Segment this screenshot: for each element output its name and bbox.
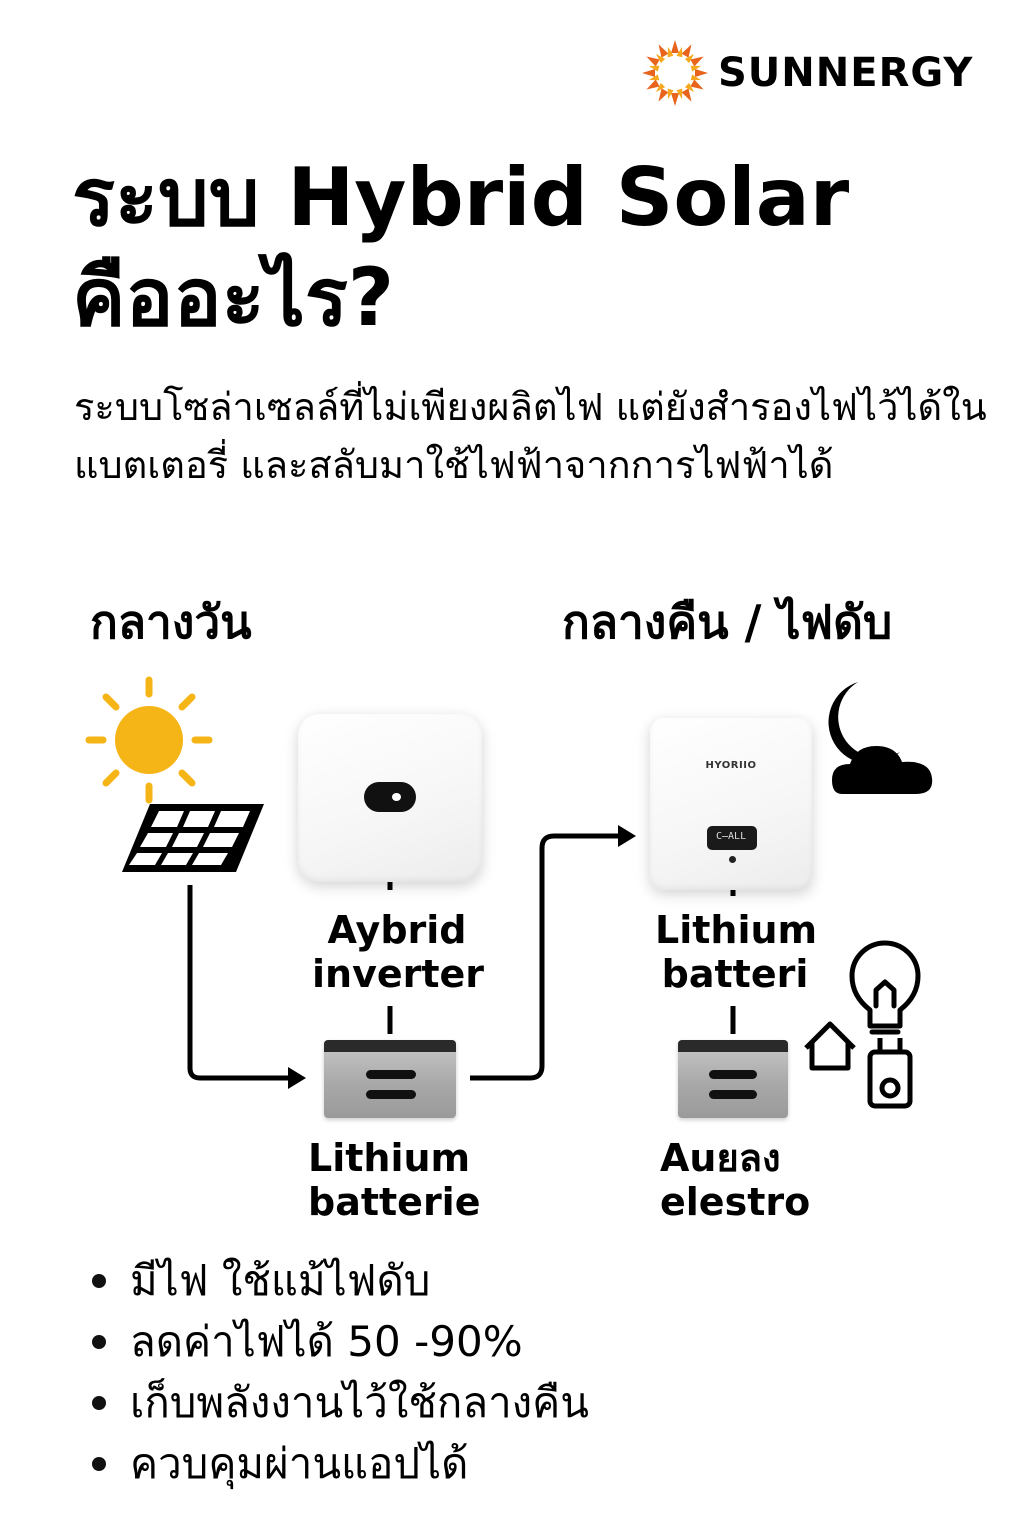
label-line: elestro bbox=[660, 1180, 811, 1224]
label-line: batteri bbox=[661, 952, 809, 996]
inverter-screen-text: C̶ALL bbox=[716, 831, 747, 842]
page-subtitle: ระบบโซล่าเซลล์ที่ไม่เพียงผลิตไฟ แต่ยังสำ… bbox=[74, 385, 987, 487]
label-day-battery: Lithium batterie bbox=[308, 1136, 488, 1224]
list-item: ควบคุมผ่านแอปได้ bbox=[92, 1433, 589, 1494]
title-line-2: คืออะไร? bbox=[72, 251, 395, 344]
sun-icon bbox=[85, 676, 213, 804]
label-line: Lithium bbox=[308, 1136, 471, 1180]
battery-bar bbox=[709, 1090, 757, 1099]
inverter-screen bbox=[707, 826, 757, 850]
flow-arrow-battery-to-night bbox=[470, 833, 620, 1081]
inverter-indicator-dot bbox=[729, 856, 736, 863]
benefit-text: ควบคุมผ่านแอปได้ bbox=[130, 1439, 469, 1488]
title-line-1: ระบบ Hybrid Solar bbox=[72, 151, 850, 244]
label-line: batterie bbox=[308, 1180, 481, 1224]
brand-name: SUNNERGY bbox=[718, 50, 974, 96]
socket-icon bbox=[867, 1038, 913, 1109]
brand: SUNNERGY bbox=[640, 38, 973, 108]
label-night-inverter: Lithium batteri bbox=[655, 908, 818, 996]
bullet-icon bbox=[92, 1274, 106, 1288]
section-heading-night: กลางคืน / ไฟดับ bbox=[562, 595, 893, 649]
hybrid-system-diagram: HYORIIO C̶ALL Aybrid inverter Lithium ba… bbox=[0, 660, 1024, 1240]
benefit-text: ลดค่าไฟได้ 50 -90% bbox=[130, 1317, 523, 1366]
lithium-battery-night bbox=[678, 1040, 788, 1118]
bullet-icon bbox=[92, 1396, 106, 1410]
bullet-icon bbox=[92, 1457, 106, 1471]
inverter-model-text: HYORIIO bbox=[705, 760, 757, 771]
list-item: ลดค่าไฟได้ 50 -90% bbox=[92, 1311, 589, 1372]
benefit-text: เก็บพลังงานไว้ใช้กลางคืน bbox=[130, 1378, 589, 1427]
benefits-list: มีไฟ ใช้แม้ไฟดับ ลดค่าไฟได้ 50 -90% เก็บ… bbox=[92, 1250, 589, 1494]
battery-bar bbox=[366, 1090, 416, 1099]
label-night-battery: Auยลง elestro bbox=[660, 1136, 840, 1224]
battery-bar bbox=[366, 1070, 416, 1079]
list-item: เก็บพลังงานไว้ใช้กลางคืน bbox=[92, 1372, 589, 1433]
diagram-graphics bbox=[85, 676, 933, 1109]
house-icon bbox=[804, 1021, 856, 1071]
inverter-status-led bbox=[364, 782, 416, 812]
label-line: Aybrid bbox=[327, 908, 467, 952]
list-item: มีไฟ ใช้แม้ไฟดับ bbox=[92, 1250, 589, 1311]
hybrid-inverter-night: HYORIIO C̶ALL bbox=[650, 718, 812, 890]
hybrid-inverter-day bbox=[298, 714, 482, 882]
solar-panel-icon bbox=[122, 804, 264, 872]
benefit-text: มีไฟ ใช้แม้ไฟดับ bbox=[130, 1256, 431, 1305]
sun-logo-icon bbox=[642, 40, 708, 106]
bullet-icon bbox=[92, 1335, 106, 1349]
lithium-battery-day bbox=[324, 1040, 456, 1118]
section-heading-day: กลางวัน bbox=[90, 595, 252, 649]
label-day-inverter: Aybrid inverter bbox=[312, 908, 485, 996]
label-line: Lithium bbox=[655, 908, 818, 952]
battery-bar bbox=[709, 1070, 757, 1079]
label-line: Auยลง bbox=[660, 1136, 781, 1180]
flow-arrow-panel-to-battery bbox=[187, 885, 290, 1081]
light-bulb-icon bbox=[849, 940, 921, 1035]
label-line: inverter bbox=[312, 952, 485, 996]
moon-cloud-icon bbox=[828, 682, 933, 794]
page-title: ระบบ Hybrid Solar คืออะไร? bbox=[72, 148, 972, 348]
